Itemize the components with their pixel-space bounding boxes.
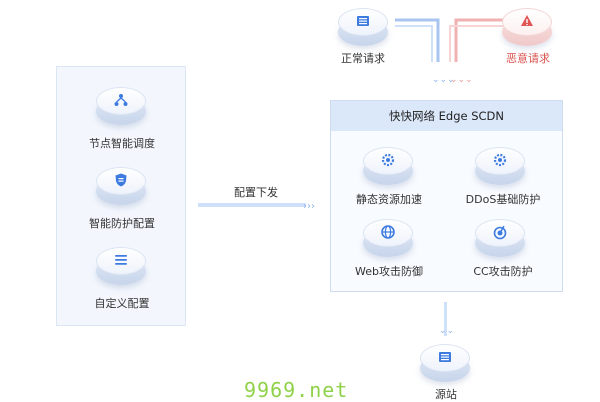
left-item-label-2: 智能防护配置 [89, 217, 155, 230]
normal-request-label: 正常请求 [341, 52, 385, 65]
down-chevrons-blue: ⌄⌄⌄ [432, 75, 455, 85]
malicious-request-label: 恶意请求 [506, 52, 550, 65]
origin-server-icon [420, 340, 470, 382]
alert-icon [521, 15, 533, 26]
list-config-icon [96, 243, 146, 285]
config-arrow-line [198, 203, 306, 207]
gear-icon [363, 143, 413, 185]
right-item-label-2: DDoS基础防护 [465, 193, 541, 206]
origin-down-line [444, 302, 447, 336]
normal-request-line-inner [395, 25, 433, 62]
normal-request-line [395, 18, 440, 62]
server-list-icon [357, 16, 369, 26]
config-arrow-chevrons: ››› [303, 201, 315, 212]
config-panel: 节点智能调度 智能防护配置 自定义配置 [56, 66, 186, 326]
right-item-label-4: CC攻击防护 [473, 265, 533, 278]
origin-label: 源站 [435, 388, 457, 401]
left-item-label-1: 节点智能调度 [89, 137, 155, 150]
target-icon [475, 215, 525, 257]
config-dispatch-label: 配置下发 [234, 186, 278, 199]
malicious-request-line-inner [449, 25, 505, 62]
server-icon [439, 352, 451, 362]
node-scheduling-icon [96, 83, 146, 125]
malicious-request-icon [502, 4, 552, 46]
origin-down-chevrons: ⌄⌄ [439, 326, 454, 336]
right-item-label-1: 静态资源加速 [356, 193, 422, 206]
edge-scdn-title: 快快网络 Edge SCDN [331, 101, 562, 131]
watermark: 9969.net [244, 378, 349, 402]
left-item-label-3: 自定义配置 [94, 297, 150, 310]
shield-icon [96, 163, 146, 205]
right-item-label-3: Web攻击防御 [355, 265, 423, 278]
normal-request-icon [338, 4, 388, 46]
malicious-request-line [454, 18, 505, 62]
globe-icon [363, 215, 413, 257]
gear-icon [475, 143, 525, 185]
down-chevrons-red: ⌄⌄⌄ [450, 75, 473, 85]
edge-scdn-panel: 快快网络 Edge SCDN 静态资源加速 DDoS基础防护 Web攻击防御 [330, 100, 563, 292]
